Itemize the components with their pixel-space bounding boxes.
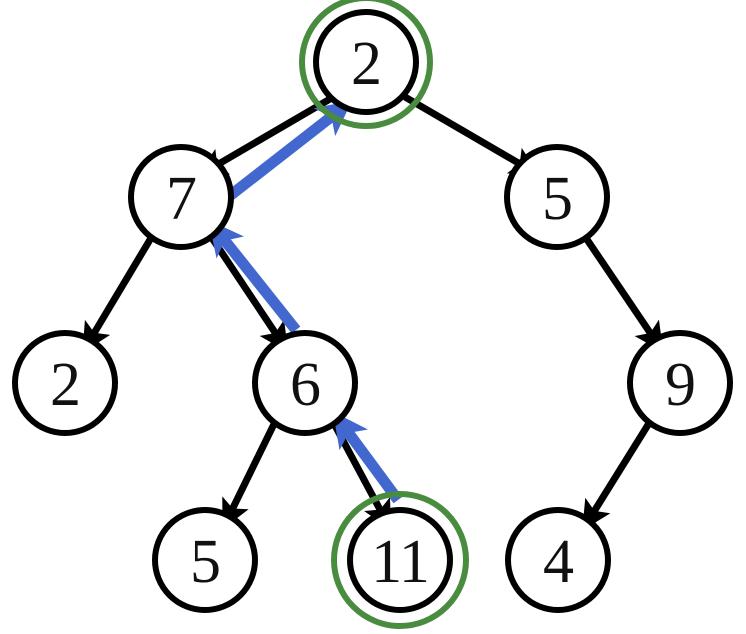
node-circle-n5b	[152, 507, 258, 613]
node-circle-n9	[627, 330, 733, 436]
node-label-n4: 4	[543, 528, 574, 596]
tree-edge-root-to-5	[403, 93, 540, 176]
node-label-n6: 6	[290, 351, 320, 419]
tree-node-n4[interactable]: 4	[505, 507, 611, 613]
tree-edge-9-to-4	[582, 418, 654, 531]
path-arrows-layer	[208, 100, 403, 504]
node-circle-n7	[128, 144, 234, 250]
node-label-n7: 7	[166, 165, 196, 233]
tree-node-n2l[interactable]: 2	[12, 330, 118, 436]
node-circle-n2l	[12, 330, 118, 436]
path-arrow-7-to-root-backtrack	[223, 100, 353, 203]
node-highlight-ring-n11	[331, 491, 469, 629]
node-circle-n4	[505, 507, 611, 613]
tree-edge-root-to-7	[197, 95, 332, 177]
tree-node-n11[interactable]: 11	[331, 491, 469, 629]
node-label-n9: 9	[665, 351, 695, 419]
tree-node-n5r[interactable]: 5	[504, 144, 610, 250]
tree-node-n9[interactable]: 9	[627, 330, 733, 436]
tree-edge-5-to-9	[583, 236, 664, 353]
tree-node-root[interactable]: 2	[299, 0, 433, 129]
node-circle-root	[313, 9, 419, 115]
tree-node-n6[interactable]: 6	[252, 330, 358, 436]
node-label-root: 2	[351, 30, 381, 98]
path-arrow-11-to-6-backtrack	[332, 411, 403, 504]
tree-node-n5b[interactable]: 5	[152, 507, 258, 613]
node-label-n2l: 2	[50, 351, 80, 419]
node-circle-n6	[252, 330, 358, 436]
path-arrow-6-to-7-backtrack	[208, 219, 301, 334]
node-label-n5b: 5	[190, 528, 220, 596]
node-label-n5r: 5	[542, 165, 572, 233]
node-label-n11: 11	[371, 528, 429, 596]
node-circle-n5r	[504, 144, 610, 250]
tree-edge-7-to-2	[82, 236, 155, 353]
node-highlight-ring-root	[299, 0, 433, 129]
node-circle-n11	[347, 507, 453, 613]
tree-node-n7[interactable]: 7	[128, 144, 234, 250]
tree-nodes-layer: 2 7 5 2 6 9 5 11 4	[12, 0, 733, 629]
tree-edge-6-to-5	[222, 418, 280, 530]
